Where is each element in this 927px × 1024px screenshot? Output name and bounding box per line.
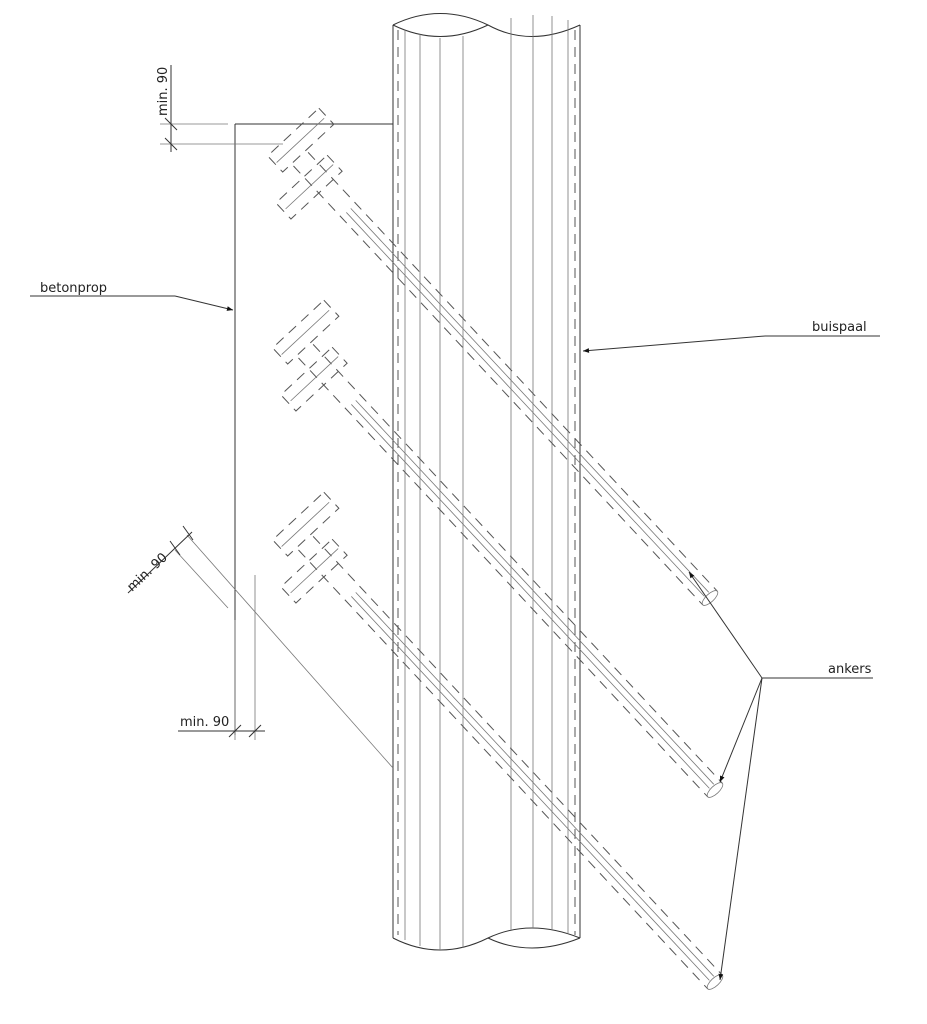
anchor-part <box>298 357 709 798</box>
anchor-part <box>276 117 325 163</box>
anchor-plate <box>271 299 340 365</box>
anchor-part <box>290 356 339 402</box>
anchor-part <box>285 164 334 210</box>
anchor-part <box>312 536 723 976</box>
anchor-plate <box>275 154 343 220</box>
anchor-part <box>293 165 704 606</box>
anchor-part <box>346 212 705 597</box>
anchor-part <box>355 400 715 785</box>
dimension-diagonal-label: min. 90 <box>124 550 170 595</box>
tube-pile <box>392 13 581 951</box>
anchors <box>266 107 724 990</box>
anchor <box>266 107 719 606</box>
anchor-part <box>706 974 724 990</box>
pile-bottom-break <box>392 927 581 951</box>
anchor-part <box>290 548 339 594</box>
label-ankers: ankers <box>828 662 872 677</box>
anchor-part <box>298 549 709 990</box>
anchor-part <box>281 501 330 547</box>
anchor <box>271 299 724 798</box>
anchor-part <box>355 592 715 977</box>
anchor-part <box>701 590 719 606</box>
leader-ankers: ankers <box>688 571 873 981</box>
dimension-bottom-label: min. 90 <box>180 715 229 730</box>
anchor-part <box>307 152 718 592</box>
anchor-part <box>312 344 723 784</box>
pile-top-break-inner <box>392 24 489 37</box>
anchor-plate <box>280 538 348 604</box>
anchor-part <box>281 309 330 355</box>
anchor-part <box>706 782 724 798</box>
dimension-bottom: min. 90 <box>178 575 265 740</box>
anchor-part <box>351 404 710 789</box>
anchor-part <box>350 208 710 593</box>
label-buispaal: buispaal <box>812 320 867 335</box>
leader-betonprop: betonprop <box>30 281 234 311</box>
pile-shading-lines <box>404 15 569 950</box>
anchor-part <box>351 596 710 981</box>
anchor <box>271 491 724 990</box>
dimension-diagonal: min. 90 <box>124 525 394 769</box>
anchor-plate <box>271 491 340 557</box>
label-betonprop: betonprop <box>40 281 107 296</box>
dimension-top-label: min. 90 <box>156 67 171 116</box>
dimension-top: min. 90 <box>156 65 283 152</box>
anchor-plate <box>280 346 348 412</box>
anchor-plate <box>266 107 335 173</box>
concrete-plug-outline <box>234 123 393 735</box>
leader-buispaal: buispaal <box>582 320 880 353</box>
pile-bottom-break-inner <box>487 937 581 949</box>
